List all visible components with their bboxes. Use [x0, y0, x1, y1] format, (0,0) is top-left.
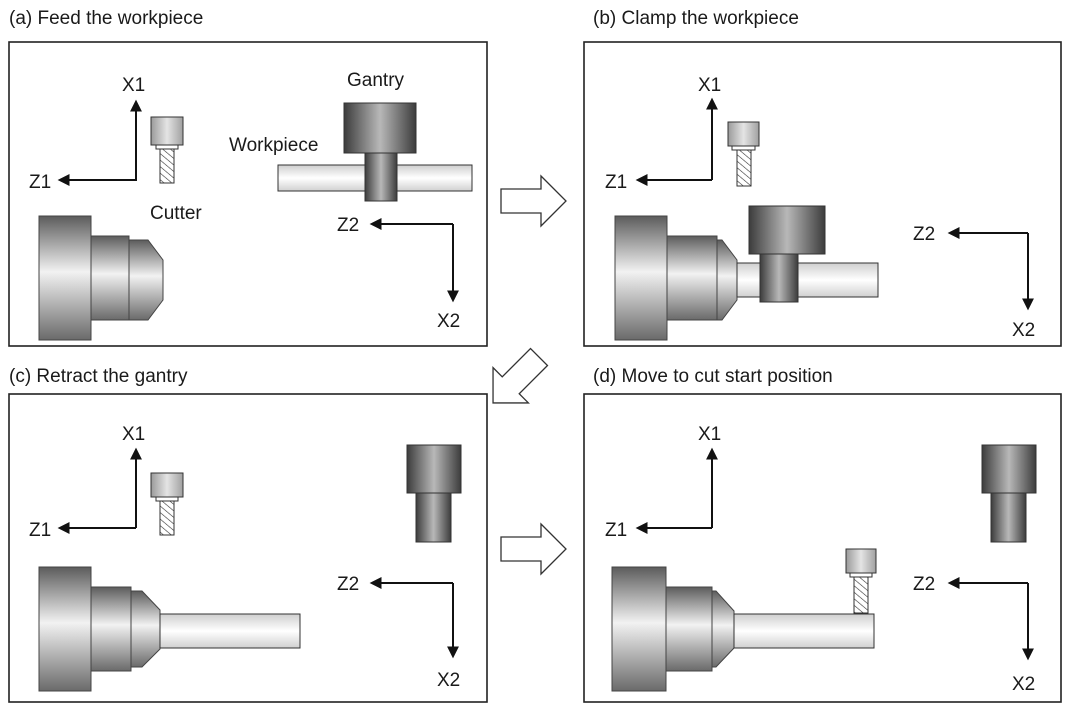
workpiece-bar: [159, 613, 301, 649]
panel-a: (a) Feed the workpiece X1: [8, 8, 488, 347]
workpiece-bar: [736, 262, 879, 298]
panel-d: (d) Move to cut start position X1: [583, 366, 1062, 703]
cutter-tool: [150, 472, 184, 536]
gantry: [406, 444, 462, 543]
x1-label: X1: [122, 75, 145, 96]
z1-label: Z1: [29, 520, 51, 541]
x2-label: X2: [437, 311, 460, 332]
x2-label: X2: [437, 670, 460, 691]
x1-label: X1: [698, 424, 721, 445]
cutter-tool: [150, 116, 184, 184]
x1-label: X1: [698, 75, 721, 96]
z1-label: Z1: [29, 172, 51, 193]
z1-label: Z1: [605, 172, 627, 193]
axes-tool-c: [57, 447, 142, 534]
panel-b-caption: (b) Clamp the workpiece: [593, 8, 799, 29]
axes-gantry-d: [947, 577, 1034, 661]
gantry: [981, 444, 1037, 543]
spindle-chuck: [38, 215, 164, 341]
panel-a-caption: (a) Feed the workpiece: [9, 8, 203, 29]
x2-label: X2: [1012, 674, 1035, 695]
cutter-tool: [727, 121, 760, 187]
x2-label: X2: [1012, 320, 1035, 341]
spindle-chuck: [614, 215, 738, 341]
z2-label: Z2: [913, 574, 935, 595]
z2-label: Z2: [337, 574, 359, 595]
cutter-tool: [845, 548, 877, 614]
panel-c: (c) Retract the gantry X1 Z1: [8, 366, 488, 703]
axes-gantry-a: [369, 218, 459, 303]
workpiece-bar: [733, 613, 875, 649]
cutter-label: Cutter: [150, 203, 202, 224]
flow-arrow-c-to-d: [500, 522, 567, 576]
panel-d-caption: (d) Move to cut start position: [593, 366, 833, 387]
panel-b: (b) Clamp the workpiece X1 Z1: [583, 8, 1062, 347]
axes-gantry-c: [369, 577, 459, 659]
gantry: [748, 205, 826, 303]
z1-label: Z1: [605, 520, 627, 541]
flow-arrow-b-to-c: [492, 347, 549, 404]
x1-label: X1: [122, 424, 145, 445]
axes-tool-b: [635, 97, 718, 186]
z2-label: Z2: [913, 224, 935, 245]
axes-tool-d: [635, 447, 718, 534]
gantry: [343, 102, 417, 202]
spindle-chuck: [38, 566, 161, 692]
panel-c-caption: (c) Retract the gantry: [9, 366, 188, 387]
gantry-label: Gantry: [347, 70, 405, 91]
axes-gantry-b: [947, 227, 1034, 311]
axes-tool-a: [57, 99, 142, 186]
z2-label: Z2: [337, 215, 359, 236]
flow-arrow-a-to-b: [500, 174, 567, 228]
workpiece-label: Workpiece: [229, 135, 318, 156]
